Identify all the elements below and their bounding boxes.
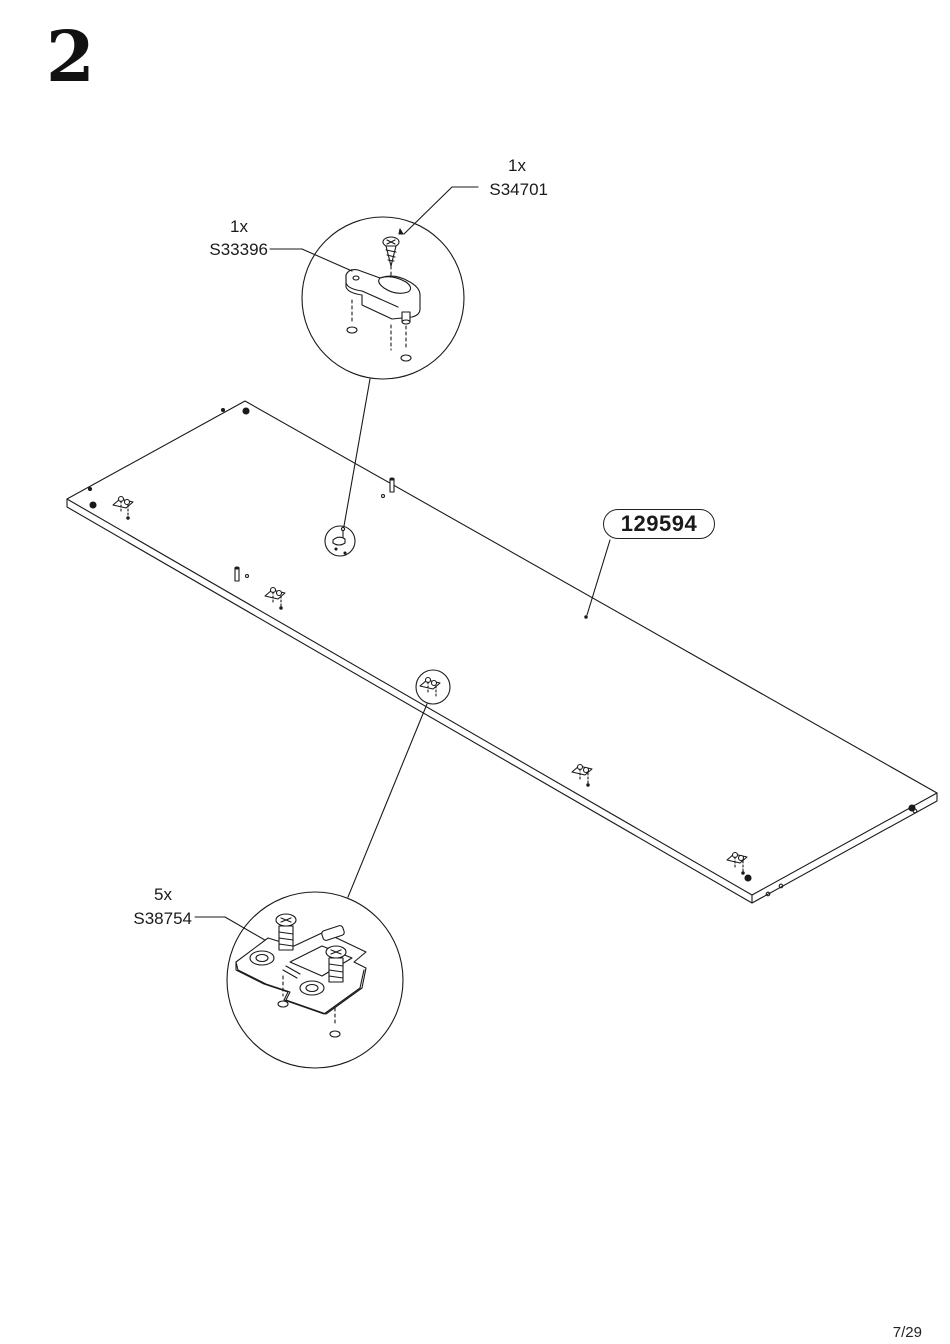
hole-icon (745, 875, 751, 881)
hinge-plate-detail-icon (195, 892, 403, 1068)
bracket-quantity: 1x (218, 218, 248, 235)
hinge-plate-part-code: S38754 (122, 910, 192, 927)
page-number: 7/29 (893, 1324, 922, 1341)
bracket-detail-icon (270, 187, 478, 379)
hole-icon (90, 502, 96, 508)
panel-part-number: 129594 (603, 509, 715, 539)
hole-icon (243, 408, 249, 414)
step-number: 2 (46, 22, 95, 92)
hinge-plate-small-icon (416, 670, 450, 704)
screw-quantity: 1x (496, 157, 526, 174)
bracket-small-icon (325, 526, 355, 556)
screw-part-code: S34701 (478, 181, 548, 198)
hinge-plate-quantity: 5x (142, 886, 172, 903)
panel-board (67, 401, 937, 903)
bracket-part-code: S33396 (198, 241, 268, 258)
